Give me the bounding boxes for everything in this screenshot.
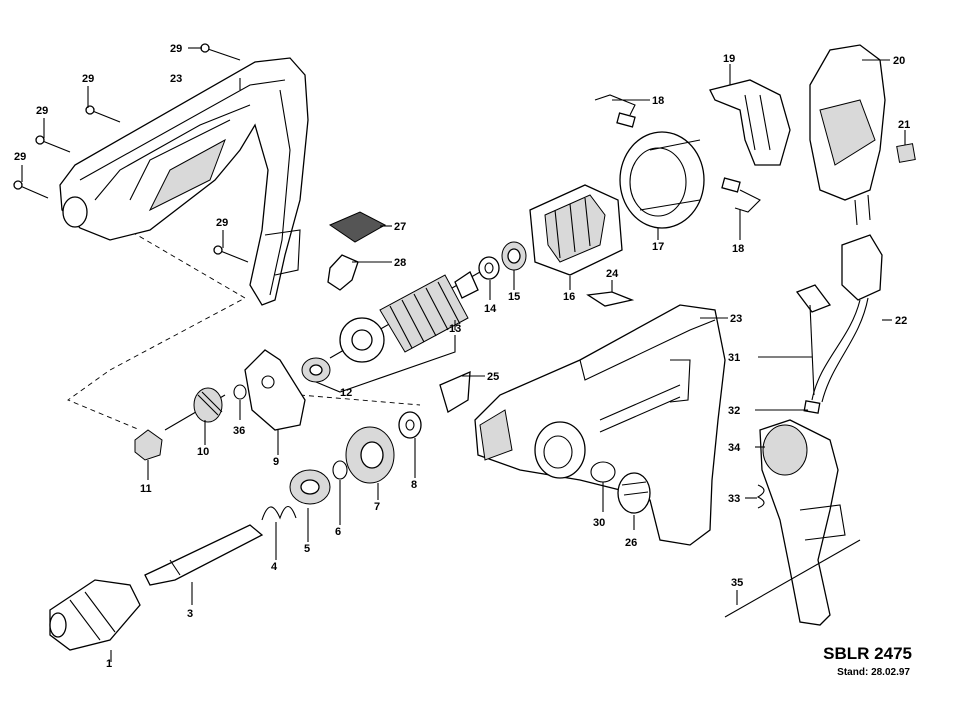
- part-label-15: 15: [508, 291, 520, 303]
- screw-29-b: [35, 135, 71, 153]
- stand-label: Stand:: [837, 667, 869, 678]
- bearing-14: [478, 256, 500, 280]
- part-label-14: 14: [484, 303, 497, 315]
- model-number: SBLR 2475: [823, 644, 912, 663]
- part-label-3: 3: [187, 608, 193, 620]
- part-label-16: 16: [563, 291, 575, 303]
- part-label-13: 13: [449, 323, 461, 335]
- part-label-34: 34: [728, 442, 741, 454]
- part-label-27: 27: [394, 221, 406, 233]
- part-label-24: 24: [606, 268, 619, 280]
- nut-11: [134, 429, 163, 461]
- part-label-29a: 29: [170, 43, 182, 55]
- part-label-4: 4: [271, 561, 278, 573]
- armature-13: [329, 271, 481, 363]
- part-label-18a: 18: [652, 95, 664, 107]
- part-label-29c: 29: [36, 105, 48, 117]
- part-label-12: 12: [340, 387, 352, 399]
- brush-clip-28: [327, 254, 359, 291]
- part-label-20: 20: [893, 55, 905, 67]
- carbon-brush-18-top: [594, 94, 636, 128]
- bearing-12: [301, 357, 331, 383]
- part-label-10: 10: [197, 446, 209, 458]
- part-label-31: 31: [728, 352, 740, 364]
- part-label-23a: 23: [170, 73, 182, 85]
- leader-lines: [21, 47, 906, 662]
- stand-date: 28.02.97: [871, 667, 910, 678]
- part-label-32: 32: [728, 405, 740, 417]
- part-label-25: 25: [487, 371, 499, 383]
- brush-holder-17: [619, 131, 705, 229]
- housing-half-shell: [59, 57, 309, 306]
- part-label-7: 7: [374, 501, 380, 513]
- part-label-30: 30: [593, 517, 605, 529]
- nameplate-27: [328, 211, 387, 243]
- part-label-22: 22: [895, 315, 907, 327]
- spring-33: [756, 484, 765, 509]
- retaining-ring-6: [332, 460, 348, 480]
- ring-36: [233, 384, 247, 400]
- screw-29-c: [13, 180, 49, 199]
- depth-rod-35: [724, 539, 861, 618]
- drill-chuck-1: [49, 579, 141, 651]
- part-labels: 1 3 4 5 6 7 8 9 10 11 12 13 14 15 16 17 …: [14, 43, 910, 670]
- selector-knob-26: [617, 472, 651, 514]
- screw-29-top: [200, 43, 241, 61]
- part-label-19: 19: [723, 53, 735, 65]
- part-label-29e: 29: [216, 217, 228, 229]
- ball-bearing-5: [289, 469, 331, 505]
- part-label-11: 11: [140, 483, 152, 495]
- revision-date: Stand: 28.02.97: [837, 667, 910, 678]
- side-handle-34: [759, 419, 846, 626]
- screw-29-d: [213, 245, 249, 263]
- depth-rod-bolt-31: [795, 284, 832, 396]
- part-label-29b: 29: [82, 73, 94, 85]
- part-label-33: 33: [728, 493, 740, 505]
- bracket-25: [439, 370, 471, 413]
- part-label-18b: 18: [732, 243, 744, 255]
- end-cap-19: [709, 79, 791, 166]
- part-label-17: 17: [652, 241, 664, 253]
- switch-20: [809, 44, 886, 226]
- screw-29-a: [85, 105, 121, 123]
- part-label-23b: 23: [730, 313, 742, 325]
- part-label-21: 21: [898, 119, 910, 131]
- part-label-28: 28: [394, 257, 406, 269]
- strain-relief-24: [586, 291, 635, 307]
- part-label-5: 5: [304, 543, 310, 555]
- part-label-9: 9: [273, 456, 279, 468]
- part-label-36: 36: [233, 425, 245, 437]
- field-stator-16: [529, 184, 623, 276]
- spring-4: [261, 505, 297, 521]
- part-label-35: 35: [731, 577, 743, 589]
- part-label-6: 6: [335, 526, 341, 538]
- switch-knob-21: [896, 143, 916, 163]
- bearing-15: [501, 241, 527, 271]
- part-label-26: 26: [625, 537, 637, 549]
- part-label-29d: 29: [14, 151, 26, 163]
- washer-8: [398, 411, 422, 439]
- spindle-3: [144, 524, 264, 586]
- clamp-32: [803, 400, 821, 414]
- part-label-8: 8: [411, 479, 417, 491]
- gear-housing: [474, 304, 726, 546]
- gear-plate-9: [244, 349, 306, 431]
- spindle-gear-10: [164, 387, 226, 431]
- power-cord-22: [811, 234, 883, 403]
- carbon-brush-18-bottom: [721, 177, 761, 213]
- assembly-guide-line: [299, 394, 421, 406]
- gear-7: [345, 426, 395, 484]
- part-label-1: 1: [106, 658, 112, 670]
